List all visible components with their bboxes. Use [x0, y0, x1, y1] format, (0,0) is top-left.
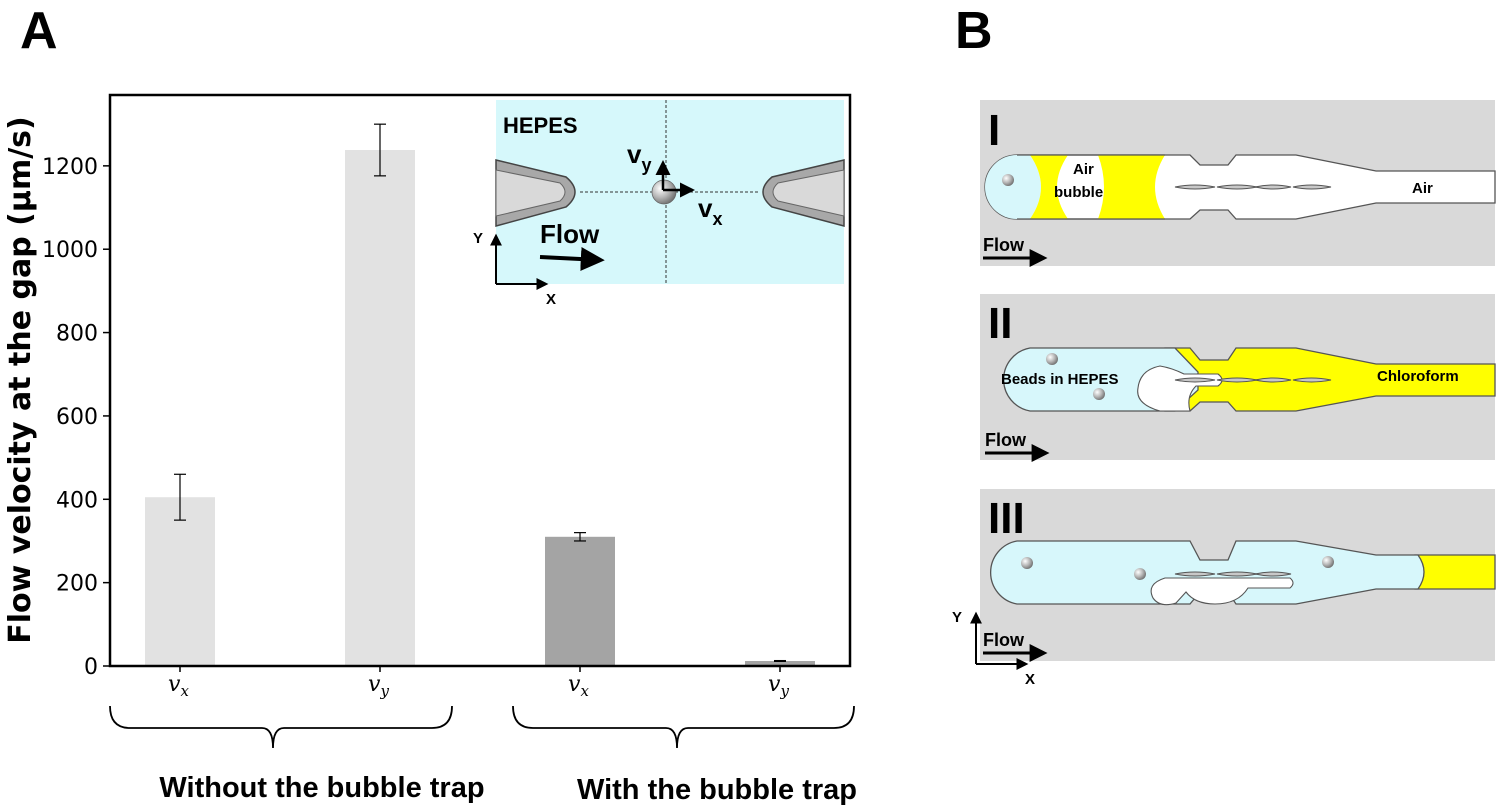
stage-2-flow-label: Flow	[985, 430, 1027, 450]
stage-3-flow-label: Flow	[983, 630, 1025, 650]
y-axis-ticks: 0 200 400 600 800 1000 1200	[42, 155, 110, 680]
panel-b-axis-x-label: X	[1025, 671, 1035, 688]
stage-2-numeral: II	[988, 299, 1012, 348]
bar-chart: 0 200 400 600 800 1000 1200 vx vy vx vy Flow velo…	[3, 93, 857, 806]
bar	[745, 660, 815, 666]
stage-1-hepes-plug	[985, 155, 1041, 219]
left-pillar-inner	[495, 169, 566, 217]
stage-1-flow-label: Flow	[983, 235, 1025, 255]
x-axis-ticks: vx vy vx vy	[168, 666, 789, 700]
bar	[145, 497, 215, 666]
y-tick-label: 600	[56, 405, 98, 430]
bead-icon	[1134, 568, 1146, 580]
group-brace-without-trap	[109, 705, 453, 749]
x-tick-label: vx	[568, 672, 589, 700]
bead-icon	[1021, 557, 1033, 569]
inset-flow-label: Flow	[540, 219, 600, 249]
inset-axis-x-label: X	[546, 291, 556, 308]
y-tick-label: 200	[56, 572, 98, 597]
x-tick-label: vy	[768, 672, 789, 700]
stage-2-label-beads: Beads in HEPES	[1001, 371, 1119, 388]
bead-icon	[1093, 388, 1105, 400]
right-pillar-inner	[772, 169, 845, 217]
stage-1-label-air-bubble-line2: bubble	[1054, 184, 1103, 201]
stage-1-channel-outline	[1017, 154, 1165, 220]
plot-frame	[108, 93, 852, 668]
y-axis-label: Flow velocity at the gap (µm/s)	[3, 116, 38, 643]
y-tick-label: 800	[56, 322, 98, 347]
group-label-without-trap: Without the bubble trap	[159, 772, 484, 804]
x-tick-label: vy	[368, 672, 389, 700]
bar	[545, 536, 615, 666]
stage-3-air-bubble	[1150, 577, 1294, 606]
stage-2-air-bubble	[1137, 365, 1223, 412]
stage-3-pillars	[1174, 571, 1292, 577]
stage-2-pillars	[1174, 377, 1332, 383]
group-label-with-trap: With the bubble trap	[577, 774, 857, 806]
y-tick-label: 400	[56, 488, 98, 513]
vx-label: vx	[698, 193, 722, 229]
vy-label: vy	[627, 139, 651, 175]
stage-1-pillars	[1174, 184, 1332, 190]
panel-b-axis-y-label: Y	[952, 609, 962, 626]
inset-diagram: HEPES vy vx Flow Y X	[473, 100, 845, 308]
x-tick-label: vx	[168, 672, 189, 700]
bead-icon	[1002, 174, 1014, 186]
stage-3: III Flow Y X	[952, 489, 1496, 688]
flow-arrow-icon	[539, 247, 605, 272]
bead-icon	[1046, 353, 1058, 365]
panel-b-label: B	[955, 2, 993, 60]
error-bars-layer	[174, 123, 786, 663]
y-tick-label: 1200	[42, 155, 98, 180]
stage-1-numeral: I	[988, 106, 1000, 155]
stage-1-yellow-plug	[1098, 155, 1165, 219]
panel-a-label: A	[20, 2, 58, 60]
stage-1-label-air: Air	[1412, 180, 1433, 197]
stage-3-yellow-region	[1414, 554, 1496, 590]
bar	[345, 150, 415, 666]
inset-label: HEPES	[503, 113, 578, 138]
stage-2-label-chloroform: Chloroform	[1377, 368, 1459, 385]
stage-1: I Air bubble Air Flow	[980, 100, 1496, 267]
stage-1-label-air-bubble-line1: Air	[1073, 161, 1094, 178]
stage-1-yellow-meniscus-left	[1030, 155, 1068, 219]
panel-b-schematic: I Air bubble Air Flow II Beads in HEPES …	[952, 100, 1496, 688]
stage-3-numeral: III	[988, 494, 1025, 543]
y-tick-label: 0	[84, 655, 98, 680]
bars-layer	[145, 150, 815, 666]
stage-2: II Beads in HEPES Chloroform Flow	[980, 294, 1496, 462]
bead-icon	[1322, 556, 1334, 568]
group-brace-with-trap	[512, 705, 855, 749]
y-tick-label: 1000	[42, 238, 98, 263]
inset-axis-y-label: Y	[473, 230, 483, 247]
